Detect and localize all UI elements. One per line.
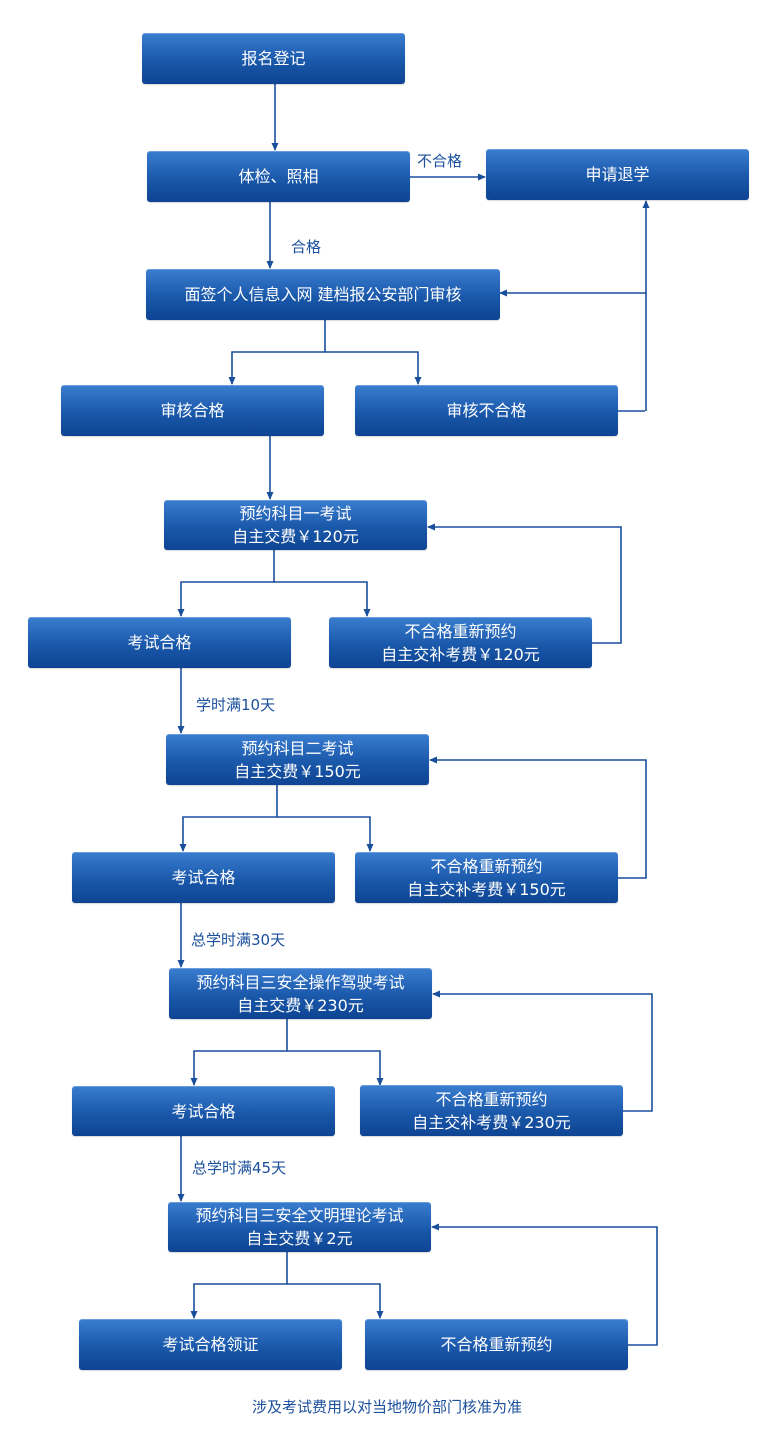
edge-label-hours-45: 总学时满45天 xyxy=(192,1159,287,1177)
node-s2-book-line1: 预约科目二考试 xyxy=(241,738,354,758)
node-s1-pass: 考试合格 xyxy=(28,617,291,668)
loop-s3 xyxy=(432,990,653,1112)
branch-sign xyxy=(228,320,326,385)
node-s2-fail-line2: 自主交补考费￥150元 xyxy=(407,879,566,899)
loop-s1 xyxy=(427,523,622,644)
node-s4-book: 预约科目三安全文明理论考试 自主交费￥2元 xyxy=(168,1202,431,1252)
node-s1-fail: 不合格重新预约 自主交补考费￥120元 xyxy=(329,617,592,668)
node-s2-pass: 考试合格 xyxy=(72,852,335,903)
node-s4-fail: 不合格重新预约 xyxy=(365,1319,628,1370)
node-s4-pass-text: 考试合格领证 xyxy=(162,1335,259,1354)
edge-label-hours-30: 总学时满30天 xyxy=(191,931,286,949)
branch-s4-right xyxy=(287,1283,384,1319)
node-review-pass: 审核合格 xyxy=(61,385,324,436)
node-s3-book-line2: 自主交费￥230元 xyxy=(237,995,364,1015)
node-withdraw: 申请退学 xyxy=(486,149,749,200)
node-s4-book-line2: 自主交费￥2元 xyxy=(246,1229,353,1248)
node-s4-fail-text: 不合格重新预约 xyxy=(440,1335,553,1354)
node-s4-pass: 考试合格领证 xyxy=(79,1319,342,1370)
node-s3-book-line1: 预约科目三安全操作驾驶考试 xyxy=(196,972,405,992)
branch-s2-left xyxy=(179,785,278,852)
edge-label-pass: 合格 xyxy=(291,238,322,256)
edge-label-fail: 不合格 xyxy=(417,152,463,170)
node-s1-book-line1: 预约科目一考试 xyxy=(239,504,352,523)
node-s2-book: 预约科目二考试 自主交费￥150元 xyxy=(166,734,429,785)
branch-s2-right xyxy=(277,816,374,852)
loop-s4 xyxy=(431,1223,658,1346)
node-s4-book-line1: 预约科目三安全文明理论考试 xyxy=(195,1206,404,1225)
node-s3-pass-text: 考试合格 xyxy=(171,1101,236,1121)
node-register-text: 报名登记 xyxy=(241,49,306,68)
node-s2-pass-text: 考试合格 xyxy=(171,868,236,887)
node-s1-book: 预约科目一考试 自主交费￥120元 xyxy=(164,500,427,550)
node-s3-pass: 考试合格 xyxy=(72,1086,335,1136)
node-s3-fail-line2: 自主交补考费￥230元 xyxy=(412,1112,571,1132)
loop-s2 xyxy=(429,756,647,879)
branch-s3-right xyxy=(287,1050,384,1086)
edge-label-hours-10: 学时满10天 xyxy=(196,696,276,714)
node-s1-book-line2: 自主交费￥120元 xyxy=(232,527,359,546)
node-s3-book: 预约科目三安全操作驾驶考试 自主交费￥230元 xyxy=(169,968,432,1019)
footer-note: 涉及考试费用以对当地物价部门核准为准 xyxy=(251,1398,522,1416)
node-exam-photo: 体检、照相 xyxy=(147,151,410,202)
node-s3-fail: 不合格重新预约 自主交补考费￥230元 xyxy=(360,1085,623,1136)
node-sign-review-text: 面签个人信息入网 建档报公安部门审核 xyxy=(184,285,462,304)
node-s3-fail-line1: 不合格重新预约 xyxy=(435,1089,548,1109)
branch-sign-right xyxy=(325,351,422,385)
branch-s3-left xyxy=(190,1019,288,1086)
node-sign-review: 面签个人信息入网 建档报公安部门审核 xyxy=(146,269,500,320)
node-review-fail: 审核不合格 xyxy=(355,385,618,436)
node-exam-photo-text: 体检、照相 xyxy=(238,167,319,186)
branch-s1-left xyxy=(177,550,275,617)
branch-s4-left xyxy=(190,1252,288,1319)
node-register: 报名登记 xyxy=(142,33,405,84)
node-s2-fail-line1: 不合格重新预约 xyxy=(430,856,543,876)
node-s2-book-line2: 自主交费￥150元 xyxy=(234,761,361,781)
node-review-fail-text: 审核不合格 xyxy=(446,401,527,420)
branch-s1-right xyxy=(274,581,371,617)
node-s1-pass-text: 考试合格 xyxy=(127,633,192,652)
node-review-pass-text: 审核合格 xyxy=(160,401,225,420)
node-s1-fail-line1: 不合格重新预约 xyxy=(404,621,517,641)
node-s2-fail: 不合格重新预约 自主交补考费￥150元 xyxy=(355,852,618,903)
node-s1-fail-line2: 自主交补考费￥120元 xyxy=(381,644,540,664)
node-withdraw-text: 申请退学 xyxy=(585,165,650,184)
